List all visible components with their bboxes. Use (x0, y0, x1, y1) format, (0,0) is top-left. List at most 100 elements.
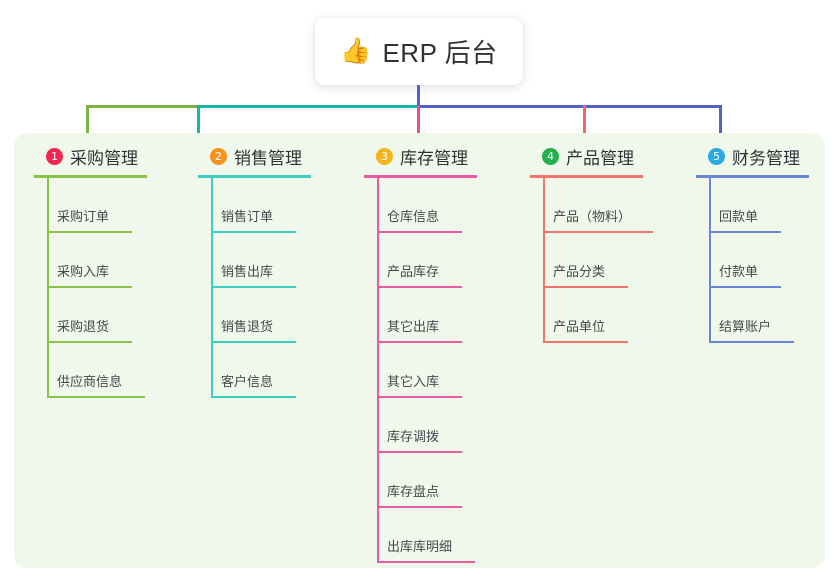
branch-header-4[interactable]: 4 产品管理 (530, 143, 700, 169)
leaf-underline (211, 341, 296, 343)
leaf-underline (47, 341, 132, 343)
leaf-label: 出库库明细 (387, 539, 453, 554)
branch-underline-2 (198, 175, 311, 178)
leaf-underline (211, 231, 296, 233)
leaf-spine-3 (377, 178, 379, 563)
leaf-label: 产品单位 (553, 319, 606, 334)
leaf-underline (709, 341, 794, 343)
bus-line-teal (197, 105, 419, 108)
root-node-card[interactable]: 👍 ERP 后台 (315, 18, 523, 85)
branch-underline-3 (364, 175, 477, 178)
list-item[interactable]: 销售订单 (198, 178, 348, 233)
branch-badge-5: 5 (708, 147, 725, 165)
branch-label-2: 销售管理 (234, 148, 302, 168)
leaf-label: 客户信息 (221, 374, 274, 389)
drop-line-branch-2 (197, 105, 200, 143)
list-item[interactable]: 产品库存 (364, 233, 524, 288)
list-item[interactable]: 销售退货 (198, 288, 348, 343)
content-panel (14, 133, 825, 568)
leaf-underline (377, 231, 462, 233)
leaf-list-1: 采购订单 采购入库 采购退货 供应商信息 (34, 178, 184, 398)
list-item[interactable]: 出库库明细 (364, 508, 524, 563)
leaf-label: 产品分类 (553, 264, 606, 279)
leaf-underline (543, 286, 628, 288)
leaf-underline (211, 396, 296, 398)
leaf-label: 仓库信息 (387, 209, 440, 224)
list-item[interactable]: 产品（物料） (530, 178, 700, 233)
list-item[interactable]: 采购订单 (34, 178, 184, 233)
leaf-label: 销售退货 (221, 319, 274, 334)
leaf-label: 产品库存 (387, 264, 440, 279)
leaf-underline (377, 396, 462, 398)
branch-header-3[interactable]: 3 库存管理 (364, 143, 524, 169)
branch-underline-1 (34, 175, 147, 178)
list-item[interactable]: 客户信息 (198, 343, 348, 398)
bus-line-green (86, 105, 199, 108)
leaf-label: 其它出库 (387, 319, 440, 334)
branch-label-5: 财务管理 (732, 148, 800, 168)
leaf-label: 库存调拨 (387, 429, 440, 444)
leaf-list-4: 产品（物料） 产品分类 产品单位 (530, 178, 700, 343)
leaf-label: 回款单 (719, 209, 759, 224)
leaf-underline (377, 561, 475, 563)
branch-label-3: 库存管理 (400, 148, 468, 168)
branch-header-1[interactable]: 1 采购管理 (34, 143, 184, 169)
leaf-underline (211, 286, 296, 288)
thumbs-up-icon: 👍 (340, 37, 372, 65)
leaf-list-5: 回款单 付款单 结算账户 (696, 178, 826, 343)
branch-underline-4 (530, 175, 643, 178)
list-item[interactable]: 供应商信息 (34, 343, 184, 398)
leaf-spine-4 (543, 178, 545, 343)
list-item[interactable]: 库存盘点 (364, 453, 524, 508)
root-stem-line (417, 85, 420, 107)
leaf-underline (47, 286, 132, 288)
list-item[interactable]: 销售出库 (198, 233, 348, 288)
branch-column-1: 1 采购管理 采购订单 采购入库 采购退货 供应商信息 (34, 143, 184, 398)
branch-label-1: 采购管理 (70, 148, 138, 168)
leaf-label: 销售出库 (221, 264, 274, 279)
leaf-underline (377, 286, 462, 288)
leaf-label: 其它入库 (387, 374, 440, 389)
list-item[interactable]: 结算账户 (696, 288, 826, 343)
list-item[interactable]: 其它出库 (364, 288, 524, 343)
drop-line-branch-1 (86, 105, 89, 143)
list-item[interactable]: 付款单 (696, 233, 826, 288)
leaf-label: 采购入库 (57, 264, 110, 279)
branch-badge-1: 1 (46, 147, 63, 165)
leaf-underline (47, 231, 132, 233)
list-item[interactable]: 采购入库 (34, 233, 184, 288)
leaf-underline (543, 231, 653, 233)
leaf-label: 库存盘点 (387, 484, 440, 499)
list-item[interactable]: 采购退货 (34, 288, 184, 343)
list-item[interactable]: 产品单位 (530, 288, 700, 343)
branch-badge-2: 2 (210, 147, 227, 165)
leaf-label: 供应商信息 (57, 374, 123, 389)
leaf-spine-5 (709, 178, 711, 343)
drop-line-branch-4 (583, 105, 586, 143)
list-item[interactable]: 其它入库 (364, 343, 524, 398)
drop-line-branch-3 (417, 105, 420, 143)
branch-badge-4: 4 (542, 147, 559, 165)
leaf-underline (47, 396, 145, 398)
leaf-label: 销售订单 (221, 209, 274, 224)
list-item[interactable]: 回款单 (696, 178, 826, 233)
list-item[interactable]: 库存调拨 (364, 398, 524, 453)
leaf-underline (709, 286, 781, 288)
leaf-label: 产品（物料） (553, 209, 632, 224)
branch-column-4: 4 产品管理 产品（物料） 产品分类 产品单位 (530, 143, 700, 343)
list-item[interactable]: 产品分类 (530, 233, 700, 288)
branch-column-3: 3 库存管理 仓库信息 产品库存 其它出库 其它入库 库存调拨 (364, 143, 524, 563)
branch-column-2: 2 销售管理 销售订单 销售出库 销售退货 客户信息 (198, 143, 348, 398)
list-item[interactable]: 仓库信息 (364, 178, 524, 233)
branch-header-5[interactable]: 5 财务管理 (696, 143, 826, 169)
branch-label-4: 产品管理 (566, 148, 634, 168)
branch-column-5: 5 财务管理 回款单 付款单 结算账户 (696, 143, 826, 343)
branch-header-2[interactable]: 2 销售管理 (198, 143, 348, 169)
branch-badge-3: 3 (376, 147, 393, 165)
leaf-underline (377, 341, 462, 343)
leaf-label: 采购订单 (57, 209, 110, 224)
drop-line-branch-5 (719, 105, 722, 143)
leaf-label: 付款单 (719, 264, 759, 279)
branch-underline-5 (696, 175, 809, 178)
